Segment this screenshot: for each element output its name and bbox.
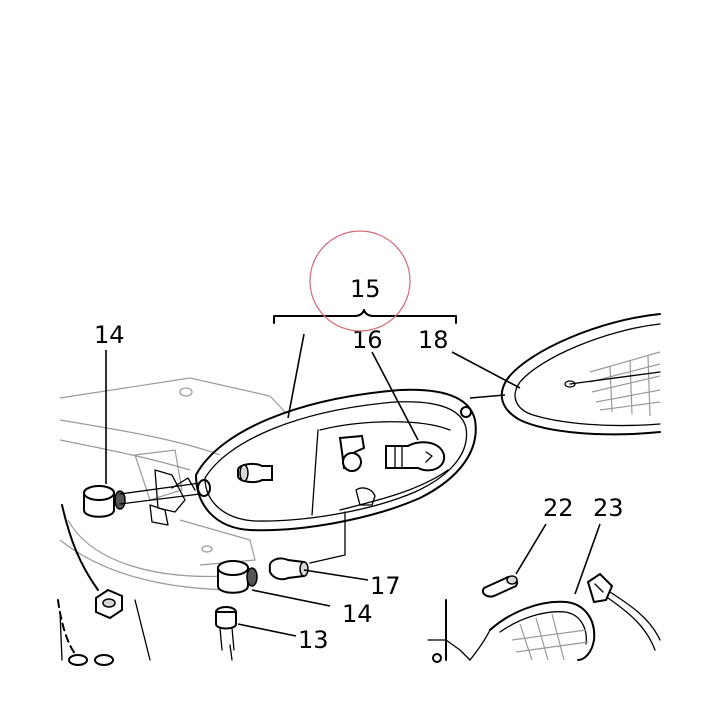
screw-22 xyxy=(482,575,518,598)
callout-22: 22 xyxy=(543,494,574,522)
bulb-16 xyxy=(385,441,446,472)
turn-signal-23 xyxy=(427,572,661,663)
tail-light-housing xyxy=(195,388,477,532)
lens-18 xyxy=(500,313,661,436)
spacer-grommet-upper xyxy=(83,479,211,518)
callout-17: 17 xyxy=(370,572,401,600)
screw-13 xyxy=(215,606,237,651)
callout-15: 15 xyxy=(350,275,381,303)
mounting-plate xyxy=(59,377,286,591)
callout-23: 23 xyxy=(593,494,624,522)
leader-lines xyxy=(105,333,601,637)
callout-14-lower: 14 xyxy=(342,600,373,628)
nut xyxy=(68,588,123,666)
callout-14-upper: 14 xyxy=(94,321,125,349)
bulb-17 xyxy=(268,511,346,581)
lens-texture xyxy=(589,351,661,417)
left-frame-edge xyxy=(57,504,233,661)
callout-18: 18 xyxy=(418,326,449,354)
bracket-clip xyxy=(149,469,196,526)
highlight-circle xyxy=(309,230,411,332)
group-bracket-15 xyxy=(273,309,457,324)
callout-13: 13 xyxy=(298,626,329,654)
spacer-grommet-lower xyxy=(217,560,258,594)
lens-grid xyxy=(511,613,589,661)
